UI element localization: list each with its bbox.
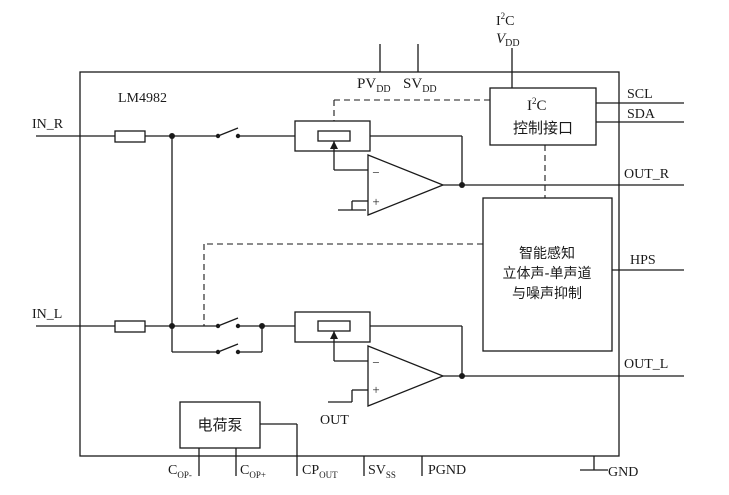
processing-block <box>482 197 613 352</box>
i2c-block-label: 控制接口 <box>513 119 573 137</box>
cop-minus-label: COP- <box>168 463 192 480</box>
pgnd-label: PGND <box>428 463 466 478</box>
charge-pump-block <box>179 401 261 449</box>
cpout-label: CPOUT <box>302 463 338 480</box>
processing-line-2: 立体声-单声道 <box>502 266 591 282</box>
l-op-amp <box>367 345 445 407</box>
sda-label: SDA <box>627 107 656 122</box>
gnd-label: GND <box>608 465 638 480</box>
svdd-label: SVDD <box>403 76 437 95</box>
processing-line-3: 与噪声抑制 <box>512 286 582 302</box>
i2c-supply-label: I2C <box>496 11 515 29</box>
r-switch <box>217 127 239 137</box>
l-opamp-minus: − <box>372 355 379 370</box>
control-lines <box>203 99 546 326</box>
scl-label: SCL <box>627 87 653 102</box>
r-op-amp <box>367 154 445 216</box>
junctions <box>169 133 465 379</box>
r-opamp-plus: + <box>372 194 379 209</box>
out-r-label: OUT_R <box>624 167 670 182</box>
pvdd-label: PVDD <box>357 76 391 95</box>
mono-switch <box>217 343 239 353</box>
in-r-resistor <box>114 130 146 143</box>
l-switch <box>217 317 239 327</box>
hps-label: HPS <box>630 253 656 268</box>
i2c-block-title: I2C <box>527 96 547 114</box>
charge-pump-label: 电荷泵 <box>197 416 242 434</box>
wiper-arrows <box>330 141 338 339</box>
cop-plus-label: COP+ <box>240 463 266 480</box>
out-reference-label: OUT <box>320 413 349 428</box>
in-l-label: IN_L <box>32 307 62 322</box>
in-l-resistor <box>114 320 146 333</box>
chip-name: LM4982 <box>118 91 167 106</box>
chip-outline <box>79 71 620 457</box>
i2c-control-block <box>489 87 597 146</box>
r-opamp-minus: − <box>372 165 379 180</box>
out-l-label: OUT_L <box>624 357 668 372</box>
in-r-label: IN_R <box>32 117 64 132</box>
vdd-label: VDD <box>496 31 520 49</box>
l-opamp-plus: + <box>372 382 379 397</box>
svss-label: SVSS <box>368 463 396 480</box>
wiring <box>36 44 684 476</box>
l-volume-control <box>294 311 371 343</box>
processing-line-1: 智能感知 <box>519 245 575 262</box>
